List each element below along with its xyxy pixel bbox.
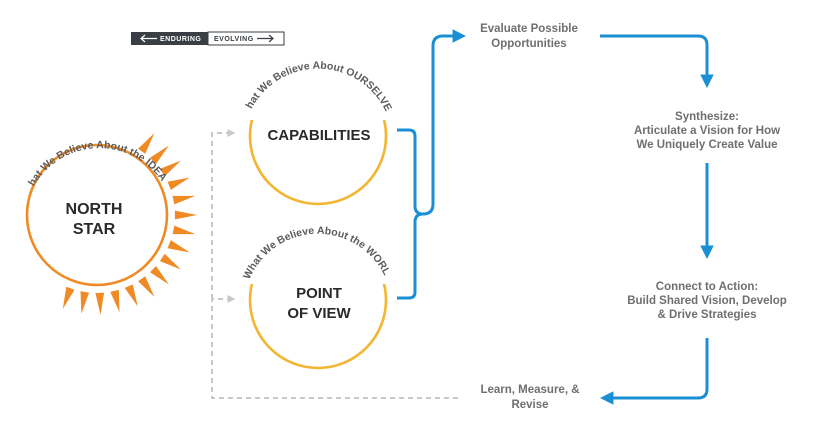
sun-ray [172, 195, 196, 205]
sun-ray [150, 145, 169, 164]
evaluate-step-label-line2: Opportunities [491, 38, 566, 50]
point-of-view-title-line2: OF VIEW [287, 305, 351, 322]
connect-to-learn-arrow [599, 338, 709, 405]
sun-ray [167, 240, 190, 253]
enduring-segment[interactable] [131, 32, 208, 45]
sun-ray [150, 266, 169, 285]
sun-ray [110, 289, 120, 313]
synthesize-step-label-line3: We Uniquely Create Value [636, 139, 777, 151]
revise-feedback-arrow [211, 295, 458, 399]
brace-to-evaluate-arrow [422, 29, 467, 216]
evaluate-step-label: Evaluate Possible [480, 23, 578, 35]
connect-step-label: Connect to Action: [656, 281, 758, 293]
evolving-segment[interactable] [207, 31, 285, 46]
evolving-label: EVOLVING [214, 36, 254, 43]
sun-ray [62, 286, 75, 309]
learn-step-label-line2: Revise [511, 399, 548, 411]
capabilities-arc-mask [244, 60, 392, 120]
north-star-title: NORTH [66, 201, 123, 218]
enduring-evolving-toggle[interactable]: ENDURING EVOLVING [131, 31, 285, 46]
arrow-right-icon [257, 34, 274, 43]
merge-brace [397, 128, 424, 300]
sun-ray [159, 253, 181, 270]
capabilities-title: CAPABILITIES [267, 127, 370, 144]
arrow-left-icon [140, 34, 157, 43]
sun-ray [174, 210, 197, 220]
enduring-label: ENDURING [160, 36, 201, 43]
synthesize-step-label: Synthesize: [675, 111, 739, 123]
point-of-view-arc-mask [244, 224, 392, 284]
sun-ray [167, 177, 190, 190]
sun-ray [80, 291, 90, 314]
sun-ray [138, 133, 155, 154]
sun-ray [159, 160, 181, 177]
point-of-view-title: POINT [296, 285, 342, 302]
learn-step-label: Learn, Measure, & [480, 384, 579, 396]
connect-step-label-line2: Build Shared Vision, Develop [627, 295, 787, 307]
evaluate-to-synthesize-arrow [600, 34, 714, 89]
revise-feedback-arrow-upper [211, 129, 236, 299]
sun-ray [138, 276, 155, 297]
sun-ray [172, 225, 196, 235]
north-star-circle [25, 143, 169, 287]
sun-ray [124, 284, 138, 307]
sun-ray [95, 292, 105, 315]
connect-step-label-line3: & Drive Strategies [657, 309, 756, 321]
sun-rays-icon [62, 133, 197, 315]
synthesize-step-label-line2: Articulate a Vision for How [634, 125, 780, 137]
north-star-title-line2: STAR [73, 221, 116, 238]
